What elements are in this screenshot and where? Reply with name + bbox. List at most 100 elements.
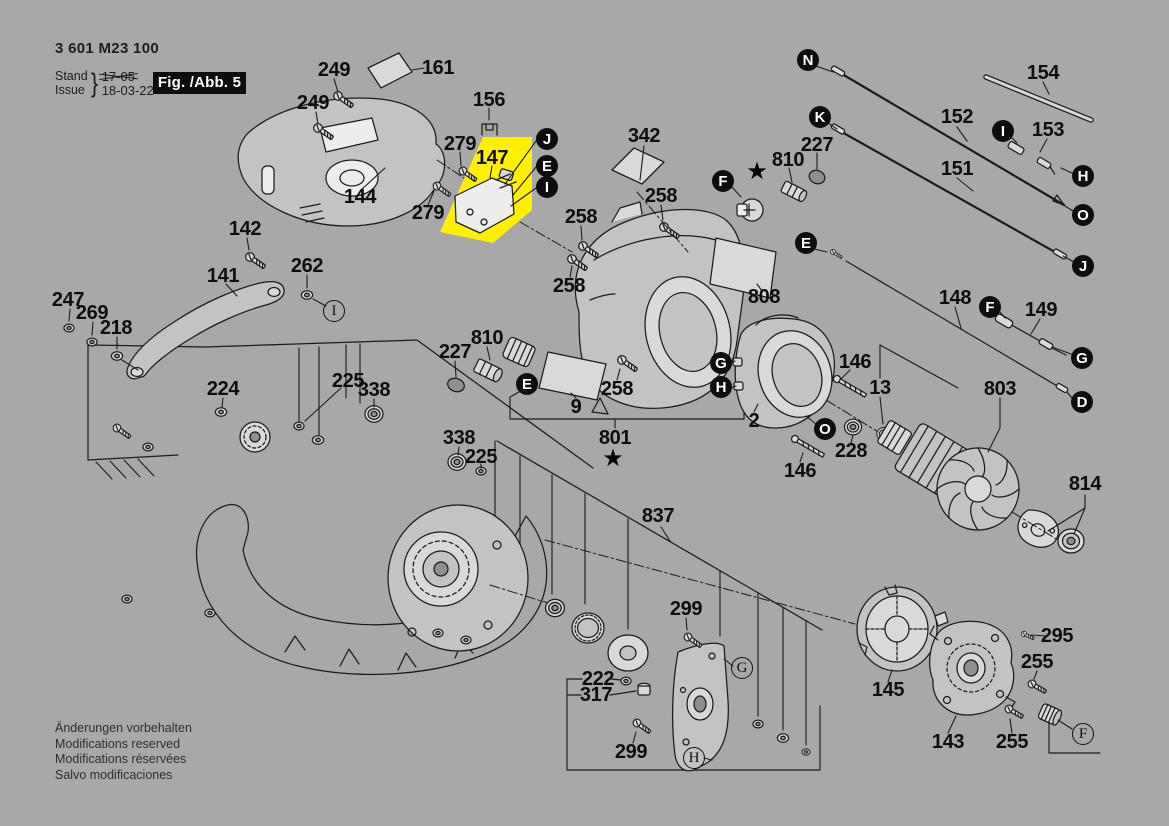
- ref-marker-outline-G: G: [731, 657, 753, 679]
- part-label-149: 149: [1024, 299, 1058, 321]
- ref-marker-N: N: [797, 49, 819, 71]
- ref-marker-G: G: [710, 352, 732, 374]
- part-label-249: 249: [296, 92, 330, 114]
- ref-marker-F: F: [979, 296, 1001, 318]
- group-guard-fasteners: [111, 387, 487, 645]
- figure-caption-box: Fig. /Abb. 5: [153, 72, 246, 94]
- footer-note-es: Salvo modificaciones: [55, 767, 173, 782]
- ref-marker-G: G: [1071, 347, 1093, 369]
- part-label-146: 146: [783, 460, 817, 482]
- part-label-218: 218: [99, 317, 133, 339]
- part-label-156: 156: [472, 89, 506, 111]
- part-803-armature: [877, 397, 1086, 554]
- part-label-228: 228: [834, 440, 868, 462]
- ref-marker-F: F: [712, 170, 734, 192]
- issue-label: Issue: [55, 82, 85, 97]
- ref-marker-O: O: [814, 418, 836, 440]
- part-label-227: 227: [800, 134, 834, 156]
- footer-notes: Änderungen vorbehalten Modifications res…: [55, 721, 192, 783]
- part-label-269: 269: [75, 302, 109, 324]
- part-label-151: 151: [940, 158, 974, 180]
- part-label-810: 810: [470, 327, 504, 349]
- footer-note-en: Modifications reserved: [55, 736, 181, 751]
- brace-glyph: }: [90, 68, 98, 98]
- part-label-299: 299: [669, 598, 703, 620]
- base-frame-lines: [87, 339, 889, 771]
- ref-marker-E: E: [516, 373, 538, 395]
- part-label-153: 153: [1031, 119, 1065, 141]
- part-label-222: 222: [581, 668, 615, 690]
- part-141-pivot-arm: [63, 237, 327, 380]
- part-label-154: 154: [1026, 62, 1060, 84]
- part-label-258: 258: [600, 378, 634, 400]
- part-label-299: 299: [614, 741, 648, 763]
- part-label-338: 338: [442, 427, 476, 449]
- part-label-258: 258: [644, 185, 678, 207]
- ref-marker-outline-F: F: [1072, 723, 1094, 745]
- part-label-279: 279: [411, 202, 445, 224]
- title-block: 3 601 M23 100 Stand Issue } 17-05 18-03-…: [55, 40, 159, 99]
- part-label-225: 225: [464, 446, 498, 468]
- ref-marker-H: H: [1072, 165, 1094, 187]
- group-gear-train: [544, 598, 811, 772]
- previous-date-struck: 17-05: [101, 69, 135, 84]
- part-label-247: 247: [51, 289, 85, 311]
- stand-label: Stand: [55, 69, 88, 83]
- part-label-814: 814: [1068, 473, 1102, 495]
- part-label-803: 803: [983, 378, 1017, 400]
- part-label-142: 142: [228, 218, 262, 240]
- part-label-808: 808: [747, 286, 781, 308]
- part-label-224: 224: [206, 378, 240, 400]
- part-label-141: 141: [206, 265, 240, 287]
- part-label-146: 146: [838, 351, 872, 373]
- part-label-255: 255: [1020, 651, 1054, 673]
- part-label-255: 255: [995, 731, 1029, 753]
- ref-marker-outline-I: I: [323, 300, 345, 322]
- issue-date: 18-03-22: [101, 82, 154, 98]
- ref-marker-O: O: [1072, 204, 1094, 226]
- ref-marker-J: J: [536, 128, 558, 150]
- ref-marker-E: E: [795, 232, 817, 254]
- part-label-144: 144: [343, 186, 377, 208]
- part-label-262: 262: [290, 255, 324, 277]
- ref-marker-E: E: [536, 155, 558, 177]
- part-label-2: 2: [748, 410, 760, 432]
- part-label-9: 9: [570, 396, 582, 418]
- part-label-13: 13: [869, 377, 891, 399]
- part-guard-flange-plate: [387, 504, 549, 652]
- ref-marker-H: H: [710, 376, 732, 398]
- part-label-143: 143: [931, 731, 965, 753]
- part-label-161: 161: [421, 57, 455, 79]
- part-label-317: 317: [579, 684, 613, 706]
- ref-marker-K: K: [809, 106, 831, 128]
- part-label-225: 225: [331, 370, 365, 392]
- part-label-810: 810: [771, 149, 805, 171]
- ref-marker-outline-H: H: [683, 747, 705, 769]
- group-end-caps: [856, 584, 1101, 754]
- group-cables-and-rods: [813, 65, 1094, 399]
- part-label-258: 258: [564, 206, 598, 228]
- part-label-249: 249: [317, 59, 351, 81]
- star-symbol: ★: [746, 158, 768, 185]
- part-label-837: 837: [641, 505, 675, 527]
- part-label-152: 152: [940, 106, 974, 128]
- ref-marker-J: J: [1072, 255, 1094, 277]
- part-810-brush-holder-top: [731, 152, 826, 222]
- part-label-145: 145: [871, 679, 905, 701]
- part-147-switch-group: [427, 107, 537, 243]
- ref-marker-D: D: [1071, 391, 1093, 413]
- part-label-227: 227: [438, 341, 472, 363]
- part-blade-flange-disc: [239, 421, 271, 453]
- part-label-258: 258: [552, 275, 586, 297]
- part-label-147: 147: [475, 147, 509, 169]
- part-2-stator: [730, 314, 959, 463]
- star-symbol: ★: [602, 445, 624, 472]
- part-label-279: 279: [443, 133, 477, 155]
- part-label-148: 148: [938, 287, 972, 309]
- model-number: 3 601 M23 100: [55, 40, 159, 57]
- ref-marker-I: I: [992, 120, 1014, 142]
- part-144-motor-cover: [237, 52, 471, 227]
- footer-note-de: Änderungen vorbehalten: [55, 721, 192, 735]
